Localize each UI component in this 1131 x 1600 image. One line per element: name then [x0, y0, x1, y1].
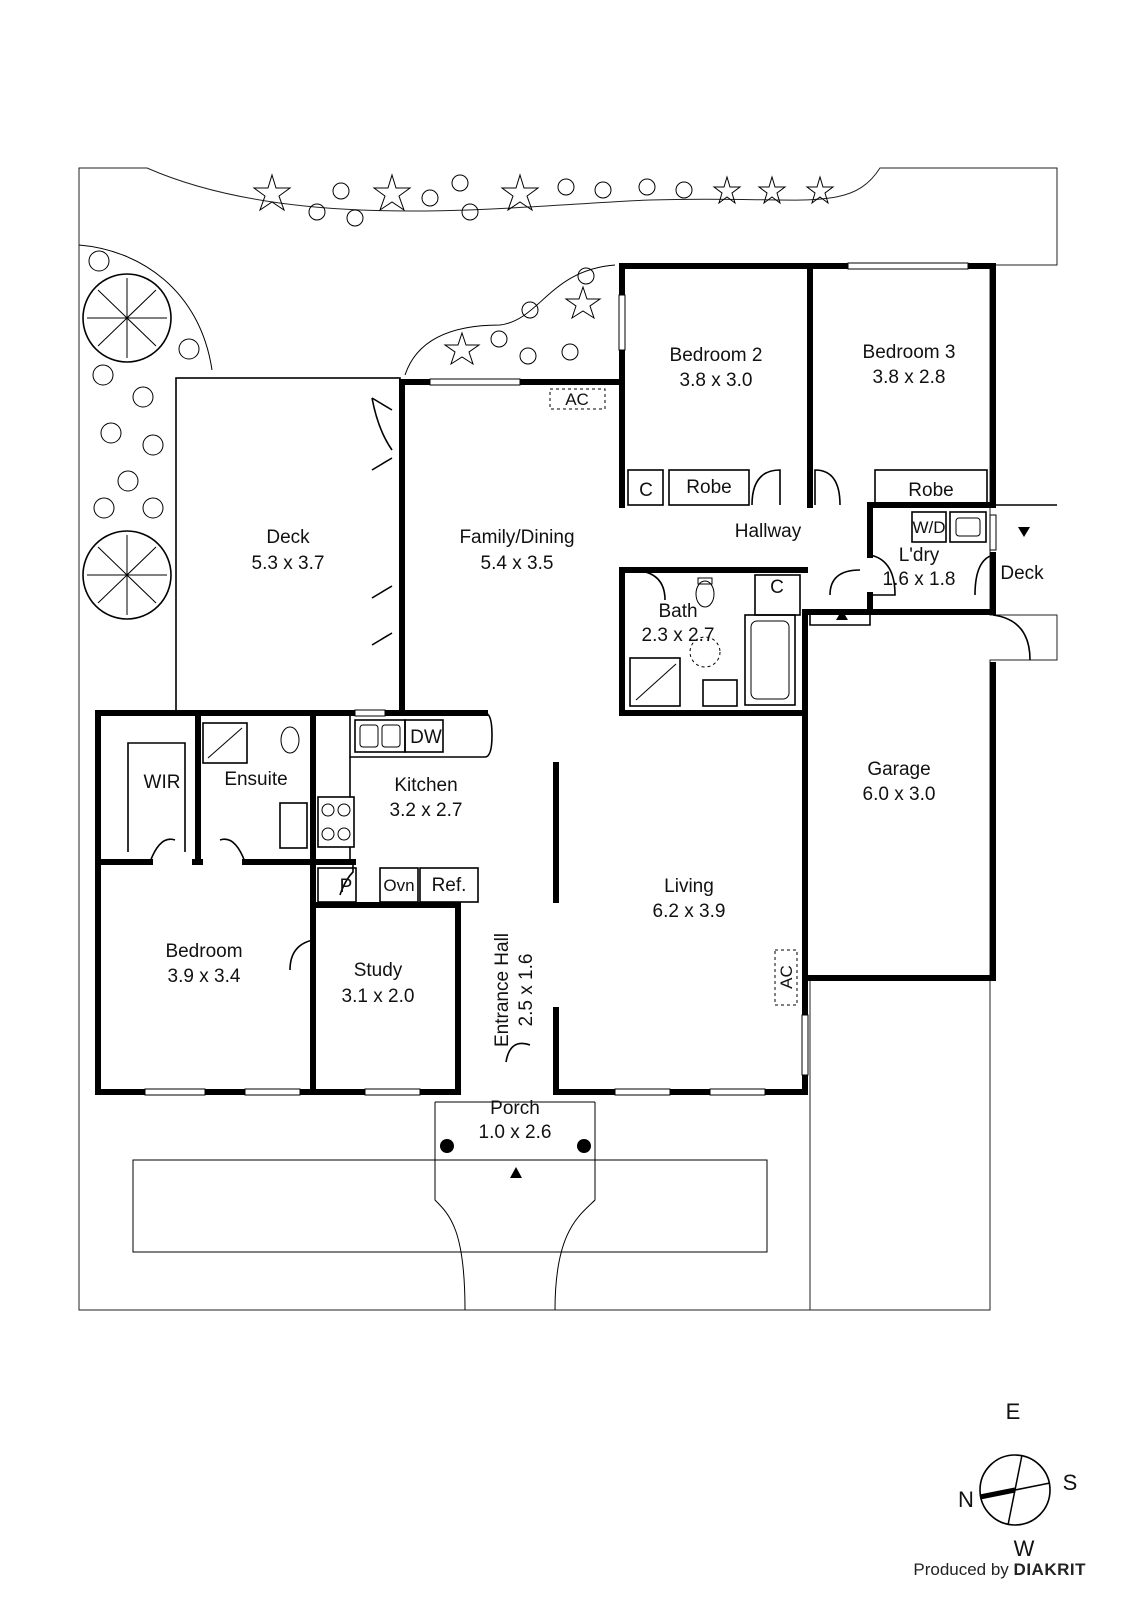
room-dims: 3.8 x 2.8: [873, 367, 946, 388]
shower-icon: [202, 722, 248, 764]
tree-icon: [82, 273, 172, 363]
washer-dryer-label: W/D: [912, 518, 945, 537]
compass: E S W N: [958, 1399, 1077, 1561]
windows: [144, 262, 997, 1096]
compass-w: W: [1014, 1536, 1035, 1561]
fridge-label: Ref.: [432, 875, 467, 896]
room-dims: 3.9 x 3.4: [168, 966, 241, 987]
kitchen-bench: [349, 712, 493, 758]
compass-n: N: [958, 1487, 974, 1512]
entry-arrow-icon: [1018, 527, 1030, 537]
room-name: WIR: [144, 772, 181, 793]
shower-icon: [629, 657, 681, 707]
basin-icon: [279, 802, 308, 849]
room-name: Study: [354, 960, 403, 981]
dishwasher-box: [404, 719, 444, 753]
room-name: Ensuite: [224, 769, 287, 790]
room-name: Bedroom 2: [670, 345, 763, 366]
robe-label: Robe: [908, 480, 953, 501]
dishwasher-label: DW: [410, 727, 442, 748]
toilet-icon: [280, 726, 300, 754]
credit: Produced by DIAKRIT: [913, 1560, 1086, 1580]
bathtub-icon: [744, 614, 796, 706]
closet-label: C: [770, 577, 784, 598]
room-dims: 5.3 x 3.7: [252, 553, 325, 574]
closet-label: C: [639, 480, 653, 501]
closet-box: [627, 469, 664, 506]
doors: [149, 397, 1031, 1063]
credit-brand: DIAKRIT: [1013, 1560, 1086, 1579]
tree-icon: [82, 530, 172, 620]
wir-shelf: [127, 742, 186, 852]
credit-prefix: Produced by: [913, 1560, 1009, 1579]
toilet-icon: [695, 580, 715, 608]
room-dims: 1.6 x 1.8: [883, 569, 956, 590]
room-name: Entrance Hall: [492, 933, 513, 1047]
compass-s: S: [1063, 1470, 1078, 1495]
room-dims: 1.0 x 2.6: [479, 1122, 552, 1143]
ac-label: AC: [565, 390, 589, 409]
pantry-label: P: [340, 876, 353, 897]
oven-box: [379, 867, 419, 903]
room-dims: 6.0 x 3.0: [863, 784, 936, 805]
fixtures: [127, 388, 1030, 1178]
compass-e: E: [1006, 1399, 1021, 1424]
room-dims: 2.3 x 2.7: [642, 625, 715, 646]
cooktop-icon: [317, 796, 355, 848]
washer-dryer: [911, 511, 947, 543]
room-name: Deck: [266, 527, 310, 548]
room-dims: 3.8 x 3.0: [680, 370, 753, 391]
room-name: Living: [664, 876, 714, 897]
ac-label: AC: [777, 965, 796, 989]
room-name: Garage: [867, 759, 930, 780]
robe-label: Robe: [686, 477, 731, 498]
room-name: Bedroom: [165, 941, 242, 962]
room-dims: 3.2 x 2.7: [390, 800, 463, 821]
room-name: Bath: [658, 601, 697, 622]
basin-icon: [702, 679, 738, 707]
ac-unit: [774, 949, 798, 1006]
robe-box: [874, 469, 988, 506]
room-name: Porch: [490, 1098, 540, 1119]
flower-icon: [252, 173, 835, 366]
room-name: Hallway: [735, 521, 802, 542]
ac-unit: [549, 388, 606, 410]
room-name: Kitchen: [394, 775, 457, 796]
shrub-icon: [88, 174, 693, 519]
post-icon: [577, 1139, 591, 1153]
pantry-box: [317, 867, 357, 903]
room-name: Family/Dining: [459, 527, 574, 548]
room-dims: 2.5 x 1.6: [516, 954, 537, 1027]
room-name: L'dry: [899, 545, 940, 566]
entry-arrow-icon: [510, 1167, 522, 1178]
room-labels: Bedroom 2 3.8 x 3.0 Bedroom 3 3.8 x 2.8 …: [144, 342, 1045, 1143]
room-name: Bedroom 3: [863, 342, 956, 363]
room-dims: 3.1 x 2.0: [342, 986, 415, 1007]
garden-plants: [82, 173, 835, 620]
post-icon: [440, 1139, 454, 1153]
room-name: Deck: [1000, 563, 1044, 584]
room-dims: 5.4 x 3.5: [481, 553, 554, 574]
robe-box: [668, 469, 750, 506]
entry-arrow-icon: [836, 610, 848, 620]
oven-label: Ovn: [383, 876, 414, 895]
yard: [78, 167, 1058, 1311]
fixture-labels: AC AC C Robe Robe C W/D DW P Ovn Ref.: [340, 390, 954, 989]
fridge-box: [419, 867, 479, 903]
room-dims: 6.2 x 3.9: [653, 901, 726, 922]
trough-icon: [949, 511, 987, 543]
